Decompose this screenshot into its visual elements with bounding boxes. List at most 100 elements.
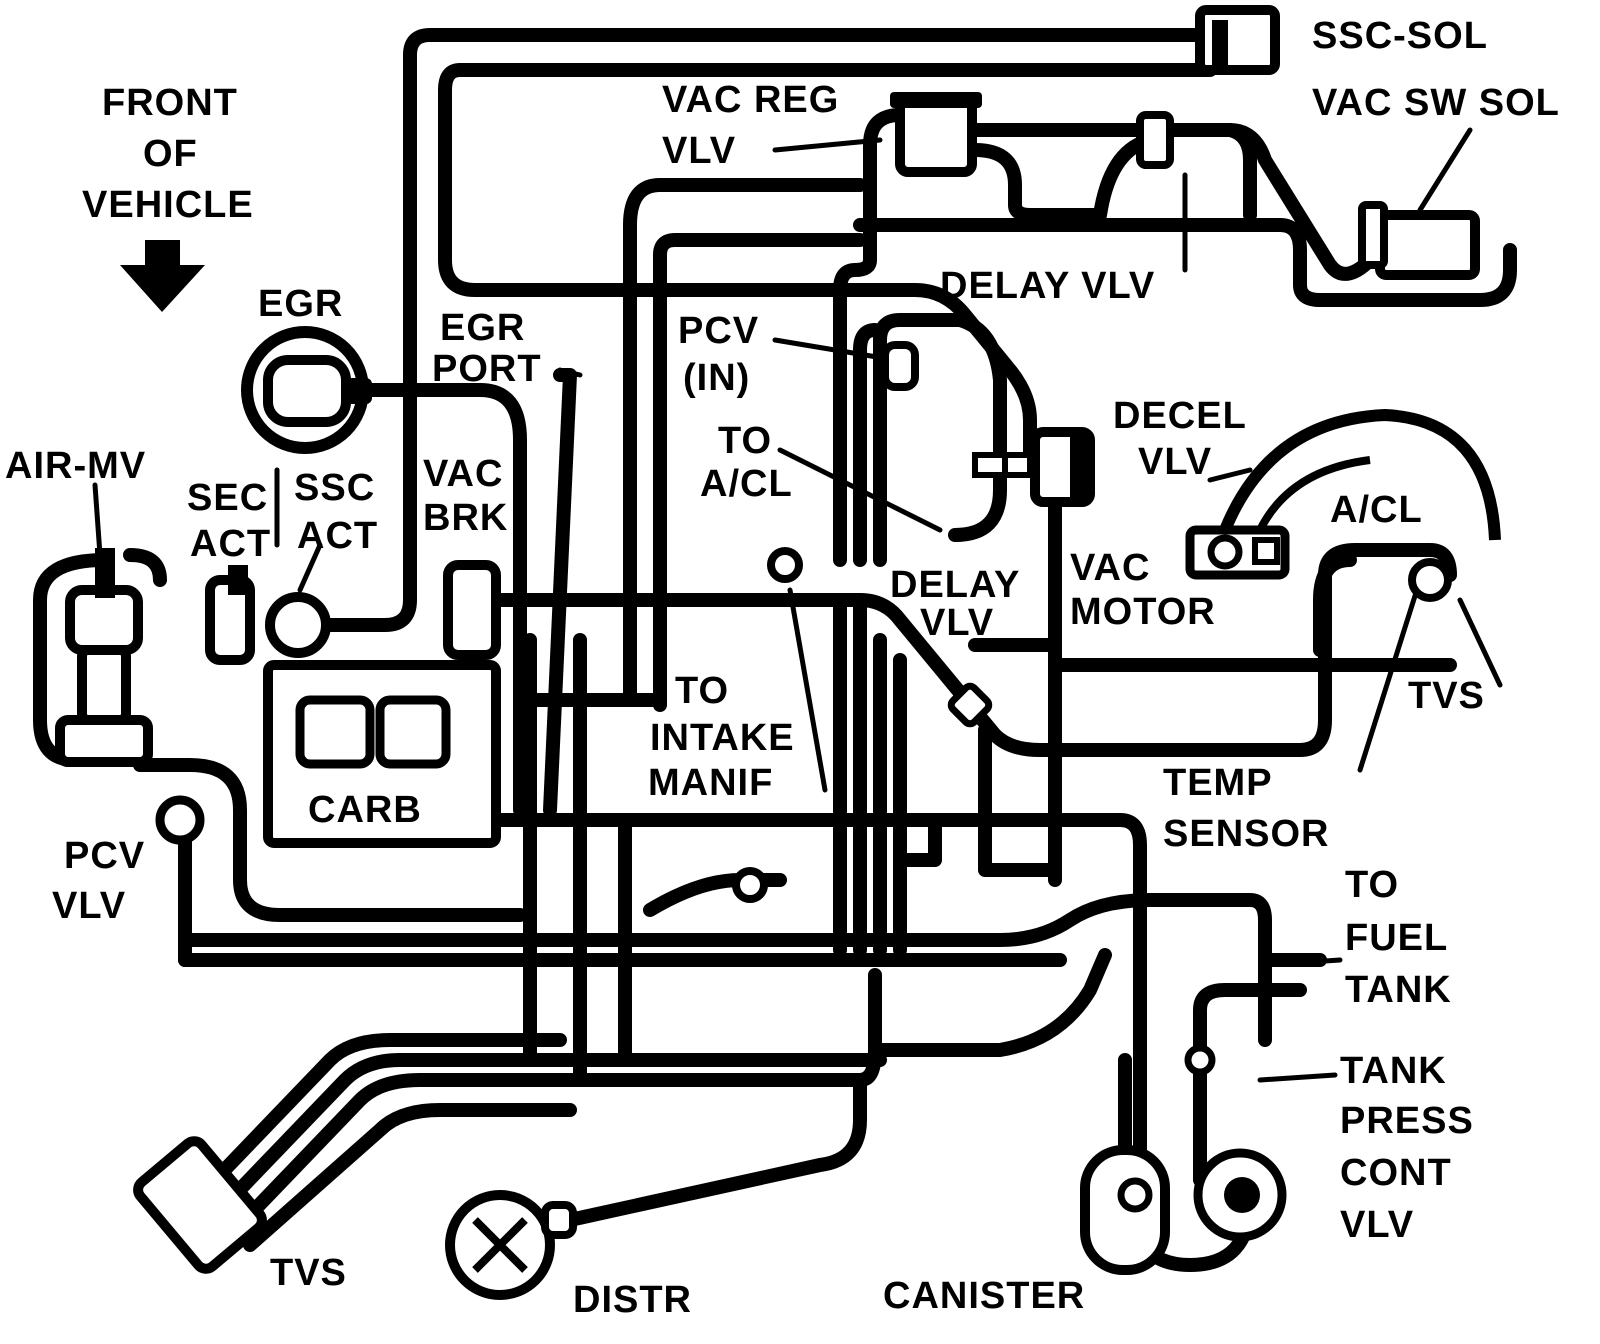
label-tank-press-2: PRESS: [1340, 1100, 1474, 1142]
label-sec-act-1: SEC: [187, 477, 268, 519]
label-ssc-act-2: ACT: [297, 515, 378, 557]
hose-tvs-a: [203, 1033, 567, 1192]
pcv-valve: [155, 795, 205, 845]
hose-pcv-in-loop: [873, 313, 1007, 567]
leader-air-mv: [92, 482, 103, 558]
hose-tvs-b: [218, 1053, 887, 1212]
vac-sw-solenoid: [1136, 111, 1480, 280]
label-vac-brk-1: VAC: [423, 453, 503, 495]
hose-vac-sw-lower: [853, 218, 1517, 307]
label-pcv-vlv-1: PCV: [64, 835, 145, 877]
label-front: FRONT: [102, 82, 238, 124]
label-delay-vlv-mid-2: VLV: [920, 602, 994, 644]
label-tvs-right: TVS: [1408, 675, 1485, 717]
hose-acl-loop: [1313, 553, 1357, 657]
label-vac-reg-2: VLV: [662, 130, 736, 172]
air-cleaner: [1219, 408, 1501, 602]
vac-reg-valve: [890, 92, 982, 177]
label-pcv-vlv-2: VLV: [52, 885, 126, 927]
hose-vac-brk-main: [493, 543, 1457, 757]
hose-vac-sw-vertical: [1223, 123, 1257, 222]
pcv-in-fitting: [881, 341, 919, 391]
hose-center-vert-a: [623, 178, 867, 707]
leader-fuel-tank: [1307, 957, 1343, 965]
label-tank-press-3: CONT: [1340, 1152, 1452, 1194]
label-temp-2: SENSOR: [1163, 813, 1329, 855]
label-fuel-tank-1: TO: [1345, 864, 1399, 906]
carburetor: [263, 660, 501, 848]
leader-vac-sw-sol: [1417, 127, 1473, 213]
label-tank-press-4: VLV: [1340, 1204, 1414, 1246]
leader-to-acl: [777, 447, 943, 533]
label-temp-1: TEMP: [1163, 762, 1273, 804]
hose-vac-reg-down: [833, 108, 907, 567]
egr-valve: [241, 326, 372, 454]
front-arrow-icon: [120, 240, 205, 312]
tvs-lower: [133, 1136, 267, 1274]
leader-vac-reg: [772, 137, 883, 153]
label-tvs-bottom: TVS: [270, 1252, 347, 1294]
label-vac-brk-2: BRK: [423, 497, 508, 539]
air-mv-valve: [55, 548, 153, 767]
label-to-acl-1: TO: [718, 420, 772, 462]
canister: [1080, 1145, 1170, 1275]
label-fuel-tank-3: TANK: [1345, 969, 1452, 1011]
label-vehicle: VEHICLE: [82, 184, 254, 226]
leader-tvs-right: [1457, 597, 1503, 688]
hose-air-mv-loop-right: [123, 548, 167, 587]
label-air-mv: AIR-MV: [5, 445, 146, 487]
label-egr: EGR: [258, 283, 343, 325]
hose-ssc-inner-loop: [438, 63, 1217, 462]
label-fuel-tank-2: FUEL: [1345, 917, 1448, 959]
hose-vac-reg-loop: [968, 133, 1157, 222]
hose-ssc-top-loop: [318, 28, 1217, 632]
hose-carb-main-right: [458, 813, 1147, 1167]
leader-decel: [1207, 467, 1253, 483]
label-acl: A/CL: [1330, 489, 1423, 531]
label-ssc-sol: SSC-SOL: [1312, 15, 1488, 57]
tank-press-cont-valve: [1184, 1044, 1287, 1242]
ssc-act: [265, 592, 331, 658]
label-pcv-in-1: PCV: [678, 310, 759, 352]
label-to-intake-1: TO: [675, 670, 729, 712]
label-of: OF: [143, 133, 198, 175]
vac-motor: [1185, 525, 1290, 580]
delay-valve-mid: [767, 547, 993, 728]
hose-tvs-c: [233, 968, 882, 1232]
label-tank-press-1: TANK: [1340, 1050, 1447, 1092]
leader-ssc-act: [297, 542, 323, 593]
label-vac-sw-sol: VAC SW SOL: [1312, 82, 1560, 124]
labels: FRONT OF VEHICLE EGR EGR PORT AIR-MV SEC…: [5, 15, 1560, 1321]
label-vac-motor-2: MOTOR: [1070, 591, 1216, 633]
label-egr-port-1: EGR: [440, 307, 525, 349]
label-pcv-in-2: (IN): [683, 357, 750, 399]
hose-air-mv-lower: [133, 758, 527, 922]
distributor: [445, 1190, 577, 1300]
hose-tank-press: [1193, 983, 1307, 1187]
label-to-acl-2: A/CL: [700, 463, 793, 505]
label-decel-1: DECEL: [1113, 395, 1247, 437]
hose-center-low-2: [893, 813, 942, 867]
hose-distr: [563, 1073, 867, 1227]
leader-intake: [787, 587, 828, 793]
leader-pcv-in: [772, 337, 898, 363]
hose-egr-port: [543, 368, 577, 817]
hose-canister-big: [873, 948, 1112, 1057]
label-ssc-act-1: SSC: [294, 467, 375, 509]
label-delay-vlv-mid-1: DELAY: [890, 564, 1020, 606]
sec-act: [205, 565, 255, 665]
hose-pcv-in-inner: [853, 323, 882, 567]
label-carb: CARB: [308, 789, 422, 831]
label-decel-2: VLV: [1138, 441, 1212, 483]
leader-lines: [92, 127, 1503, 1083]
hose-tvs-d: [243, 1103, 577, 1252]
label-to-intake-3: MANIF: [648, 762, 773, 804]
label-vac-reg-1: VAC REG: [662, 79, 839, 121]
decel-valve: [972, 427, 1095, 507]
label-canister: CANISTER: [883, 1275, 1085, 1317]
label-to-intake-2: INTAKE: [650, 717, 795, 759]
leader-tank-press: [1257, 1072, 1338, 1083]
hose-egr-to-carb: [363, 383, 527, 817]
